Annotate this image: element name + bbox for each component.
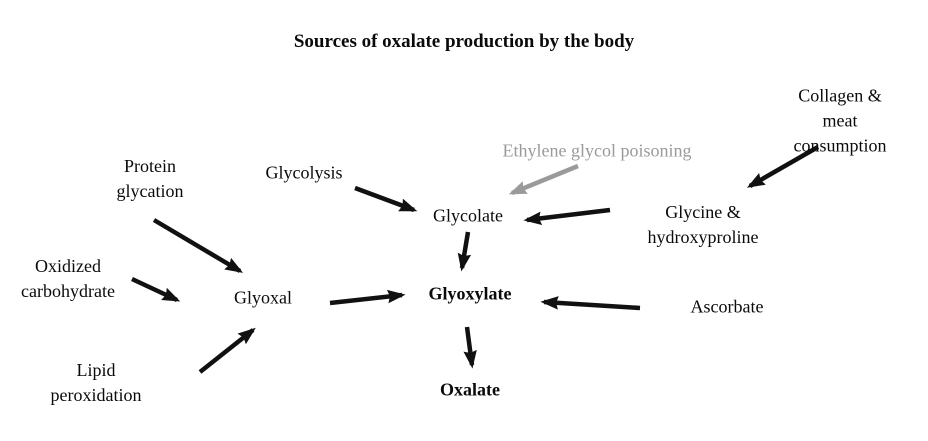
node-ethylene-glycol-poisoning: Ethylene glycol poisoning: [502, 140, 692, 161]
arrow-oxidized-carbohydrate-to-glyoxal: [131, 276, 181, 303]
node-glycolate: Glycolate: [433, 205, 503, 226]
arrow-glycine-to-glycolate: [523, 207, 611, 225]
node-glycolysis: Glycolysis: [265, 162, 343, 183]
arrow-ethylene-glycol-to-glycolate: [508, 163, 579, 196]
node-glycine-hydroxyproline: Glycine & hydroxyproline: [647, 202, 759, 247]
node-ascorbate: Ascorbate: [690, 296, 764, 317]
node-collagen-meat-consumption: Collagen & meat consumption: [793, 85, 887, 156]
node-glyoxylate: Glyoxylate: [428, 283, 512, 304]
arrow-glyoxylate-to-oxalate: [463, 326, 477, 369]
arrow-collagen-to-glycine: [746, 145, 820, 188]
node-protein-glycation: Protein glycation: [116, 156, 184, 201]
arrow-lipid-peroxidation-to-glyoxal: [198, 327, 256, 374]
node-oxalate: Oxalate: [440, 379, 500, 400]
arrow-glycolysis-to-glycolate: [354, 185, 418, 213]
arrow-ascorbate-to-glyoxylate: [540, 296, 641, 311]
arrow-glycolate-to-glyoxylate: [457, 231, 472, 272]
node-lipid-peroxidation: Lipid peroxidation: [50, 360, 142, 405]
node-oxidized-carbohydrate: Oxidized carbohydrate: [21, 256, 115, 301]
diagram-title: Sources of oxalate production by the bod…: [293, 31, 635, 52]
arrow-protein-glycation-to-glyoxal: [152, 218, 244, 273]
arrow-glyoxal-to-glyoxylate: [329, 289, 406, 306]
node-glyoxal: Glyoxal: [234, 287, 292, 308]
